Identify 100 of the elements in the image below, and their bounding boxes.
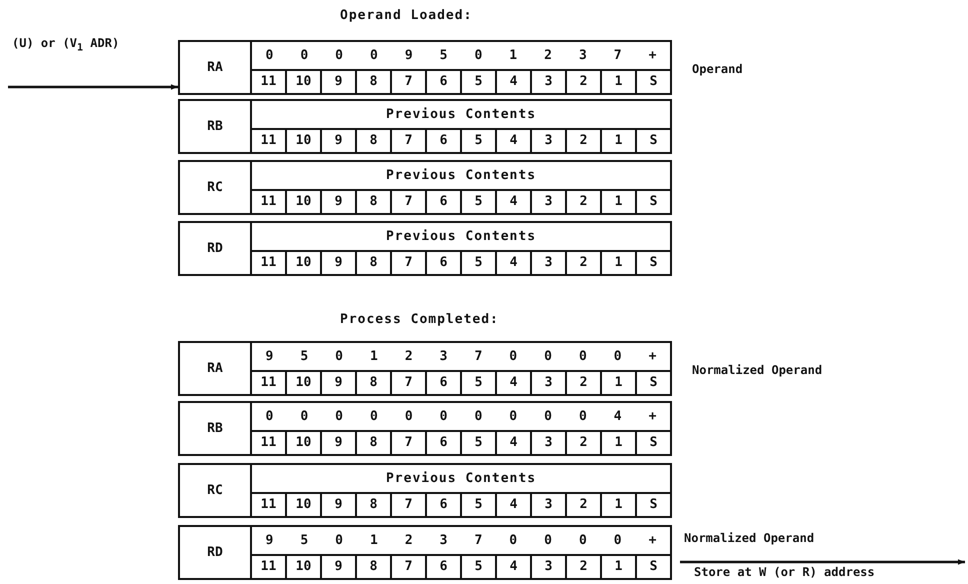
bit-position: 7 [392, 71, 427, 93]
bit-position: 1 [602, 556, 637, 578]
bit-position: 9 [322, 130, 357, 152]
bit-position: 10 [287, 191, 322, 213]
register-box [178, 160, 672, 215]
bit-position: 8 [357, 252, 392, 274]
digit: 0 [368, 48, 379, 63]
digit: 0 [508, 409, 518, 424]
bit-position: 11 [252, 432, 287, 454]
bit-position: 3 [532, 252, 567, 274]
digit: 7 [473, 349, 484, 364]
bit-position: 4 [497, 494, 532, 516]
digit: 5 [299, 533, 310, 548]
register-name: RD [207, 241, 223, 256]
bit-position: 2 [567, 372, 602, 394]
register-box [178, 341, 672, 396]
bit-position: 10 [287, 130, 322, 152]
bit-position: 1 [602, 191, 637, 213]
register-box [178, 99, 672, 154]
bit-position: 8 [357, 432, 392, 454]
bit-position: 3 [532, 130, 567, 152]
bit-position: 5 [462, 556, 497, 578]
bit-position: 4 [497, 556, 532, 578]
bit-position: 4 [497, 71, 532, 93]
bit-position: 1 [602, 71, 637, 93]
bit-position: 5 [462, 432, 497, 454]
bit-position: 2 [567, 71, 602, 93]
digit: + [648, 533, 658, 548]
section-heading: Process Completed: [340, 312, 499, 327]
bit-position: 11 [252, 191, 287, 213]
bit-position: 2 [567, 252, 602, 274]
bit-position: 9 [322, 191, 357, 213]
digit: 2 [404, 533, 414, 548]
register-box [178, 463, 672, 518]
digit: + [648, 48, 658, 63]
bit-position: 2 [567, 130, 602, 152]
digit: 1 [368, 349, 379, 364]
bit-position: 10 [287, 556, 322, 578]
bit-position: S [648, 254, 658, 272]
bit-position: 5 [462, 191, 497, 213]
arrow [680, 559, 965, 565]
register-contents-text: Previous Contents [386, 107, 536, 122]
digit: + [648, 349, 658, 364]
bit-position: 9 [322, 252, 357, 274]
bit-position: 8 [357, 191, 392, 213]
bit-position: 5 [462, 494, 497, 516]
bit-position: S [648, 434, 658, 452]
register-contents-text: Previous Contents [386, 229, 536, 244]
digit: 0 [612, 533, 623, 548]
digit: 3 [578, 48, 588, 63]
bit-position: 11 [252, 556, 287, 578]
bit-position: 9 [322, 494, 357, 516]
bit-position: 1 [602, 432, 637, 454]
bit-position: 4 [497, 252, 532, 274]
bit-position: S [648, 374, 658, 392]
bit-position: 5 [462, 71, 497, 93]
register-contents-text: Previous Contents [386, 471, 536, 486]
bit-position: 8 [357, 556, 392, 578]
section-heading: Operand Loaded: [340, 8, 472, 23]
bit-position: 7 [392, 432, 427, 454]
bit-position: 6 [427, 432, 462, 454]
bit-position: 8 [357, 372, 392, 394]
digit: 7 [473, 533, 484, 548]
digit: 9 [264, 533, 274, 548]
bit-position: 6 [427, 372, 462, 394]
bit-position: 6 [427, 556, 462, 578]
digit: 2 [404, 349, 414, 364]
bit-position: 10 [287, 71, 322, 93]
register-box [178, 221, 672, 276]
register-note: Normalized Operand [692, 363, 822, 377]
bit-position: 3 [532, 191, 567, 213]
register-box [178, 40, 672, 95]
digit: 0 [299, 48, 310, 63]
note-text: Store at W (or R) address [694, 565, 875, 579]
bit-position: 3 [532, 71, 567, 93]
bit-position: 3 [532, 556, 567, 578]
edge-label: Normalized Operand [684, 531, 814, 545]
digit: 2 [543, 48, 553, 63]
bit-position: 9 [322, 432, 357, 454]
bit-position: S [648, 73, 658, 91]
bit-position: S [648, 132, 658, 150]
bit-position: 6 [427, 71, 462, 93]
digit: 0 [543, 533, 553, 548]
digit: 7 [612, 48, 623, 63]
digit: 3 [438, 533, 448, 548]
register-name: RA [207, 60, 223, 75]
bit-position: 11 [252, 71, 287, 93]
digit: + [648, 409, 658, 424]
bit-position: 10 [287, 372, 322, 394]
bit-position: 5 [462, 372, 497, 394]
digit: 0 [404, 409, 414, 424]
bit-position: 4 [497, 191, 532, 213]
bit-position: 6 [427, 130, 462, 152]
bit-position: 4 [497, 432, 532, 454]
bit-position: 11 [252, 372, 287, 394]
bit-position: 2 [567, 191, 602, 213]
digit: 0 [543, 349, 553, 364]
digit: 0 [264, 48, 274, 63]
register-name: RB [207, 119, 223, 134]
digit: 1 [368, 533, 379, 548]
